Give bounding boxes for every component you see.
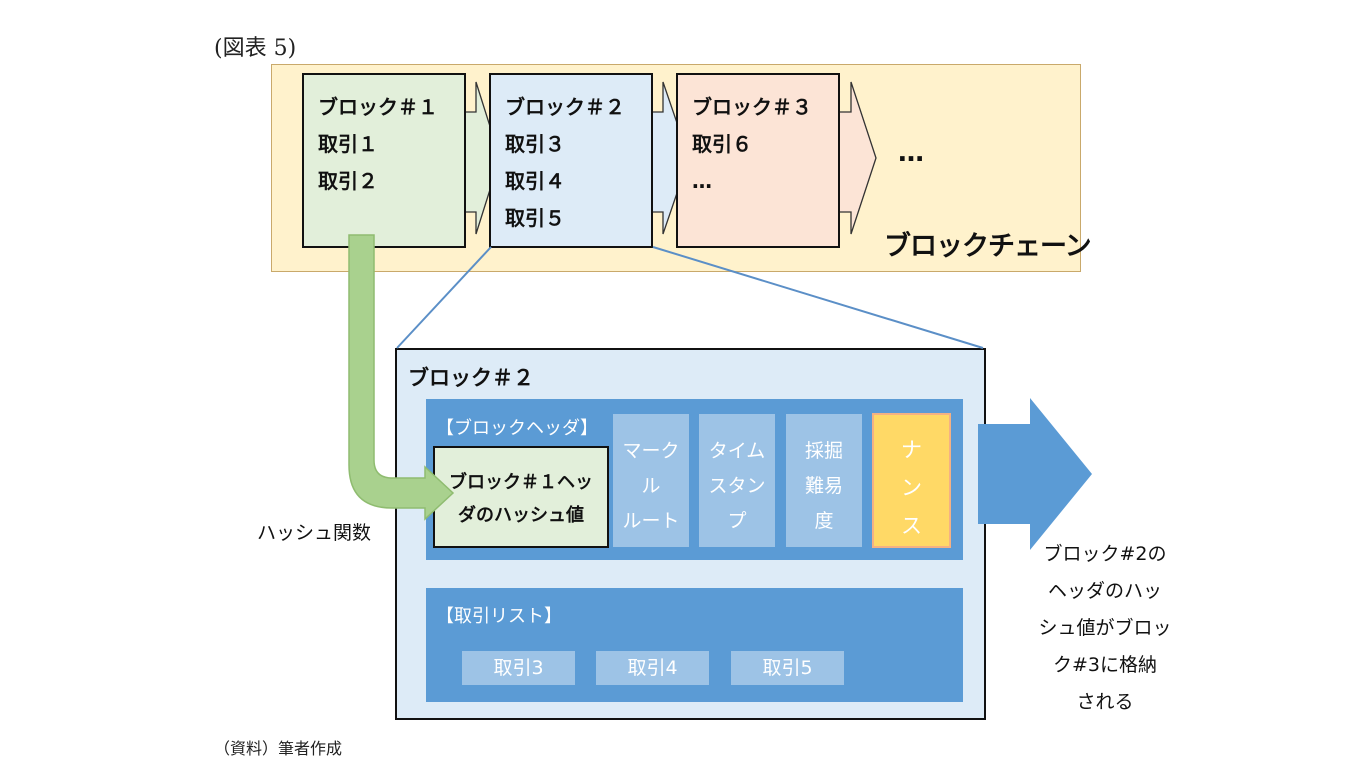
prev-hash-line: ダのハッシュ値 (458, 505, 584, 526)
note-line: される (1076, 691, 1134, 713)
prev-block-hash-box: ブロック＃１ヘッ ダのハッシュ値 (433, 446, 609, 548)
note-line: ク#3に格納 (1052, 654, 1157, 676)
field-line: マーク (622, 440, 680, 462)
field-line: タイム (708, 440, 766, 462)
block-3: ブロック＃３ 取引６ … (676, 73, 840, 248)
field-line: スタン (708, 475, 766, 497)
nonce-line: ン (901, 476, 922, 500)
nonce-line: ナ (901, 438, 922, 462)
note-line: シュ値がブロッ (1038, 617, 1172, 639)
merkle-root-field: マーク ル ルート (613, 414, 689, 547)
detail-title: ブロック＃２ (408, 366, 534, 390)
block-2-line: 取引５ (505, 206, 565, 230)
transaction-item: 取引4 (596, 651, 709, 685)
nonce-line: ス (901, 514, 922, 538)
nonce-field: ナ ン ス (872, 413, 951, 548)
note-line: ブロック#2の (1043, 543, 1167, 565)
source-note: （資料）筆者作成 (214, 739, 343, 758)
field-line: 難易 (804, 475, 843, 497)
block-header-label: 【ブロックヘッダ】 (436, 418, 598, 439)
block-2: ブロック＃２ 取引３ 取引４ 取引５ (489, 73, 653, 248)
figure-label: (図表 5) (214, 36, 297, 61)
hash-storage-note: ブロック#2の ヘッダのハッ シュ値がブロッ ク#3に格納 される (1030, 536, 1180, 721)
blockchain-label: ブロックチェーン (884, 231, 1092, 262)
block-3-line: … (692, 169, 712, 193)
block-1: ブロック＃１ 取引１ 取引２ (302, 73, 466, 248)
block-2-line: 取引４ (505, 169, 565, 193)
block-3-line: 取引６ (692, 132, 752, 156)
transaction-item: 取引5 (731, 651, 844, 685)
timestamp-field: タイム スタン プ (699, 414, 775, 547)
block-1-line: 取引２ (318, 169, 378, 193)
note-line: ヘッダのハッ (1047, 580, 1162, 602)
block-2-title: ブロック＃２ (505, 95, 625, 119)
transaction-item: 取引3 (462, 651, 575, 685)
block-1-line: 取引１ (318, 132, 378, 156)
transaction-list-label: 【取引リスト】 (436, 606, 562, 627)
block-2-line: 取引３ (505, 132, 565, 156)
field-line: 採掘 (804, 440, 843, 462)
block-3-title: ブロック＃３ (692, 95, 812, 119)
hash-function-label: ハッシュ関数 (257, 522, 372, 544)
output-arrow (978, 398, 1092, 550)
zoom-line-left (396, 246, 492, 349)
field-line: プ (727, 510, 747, 532)
hash-function-arrow (348, 234, 455, 521)
block-1-title: ブロック＃１ (318, 95, 438, 119)
field-line: 度 (814, 510, 834, 532)
field-line: ルート (622, 510, 680, 532)
chain-ellipsis: … (898, 138, 926, 168)
zoom-line-right (652, 246, 984, 349)
prev-hash-line: ブロック＃１ヘッ (449, 472, 593, 493)
difficulty-field: 採掘 難易 度 (786, 414, 862, 547)
field-line: ル (641, 475, 661, 497)
